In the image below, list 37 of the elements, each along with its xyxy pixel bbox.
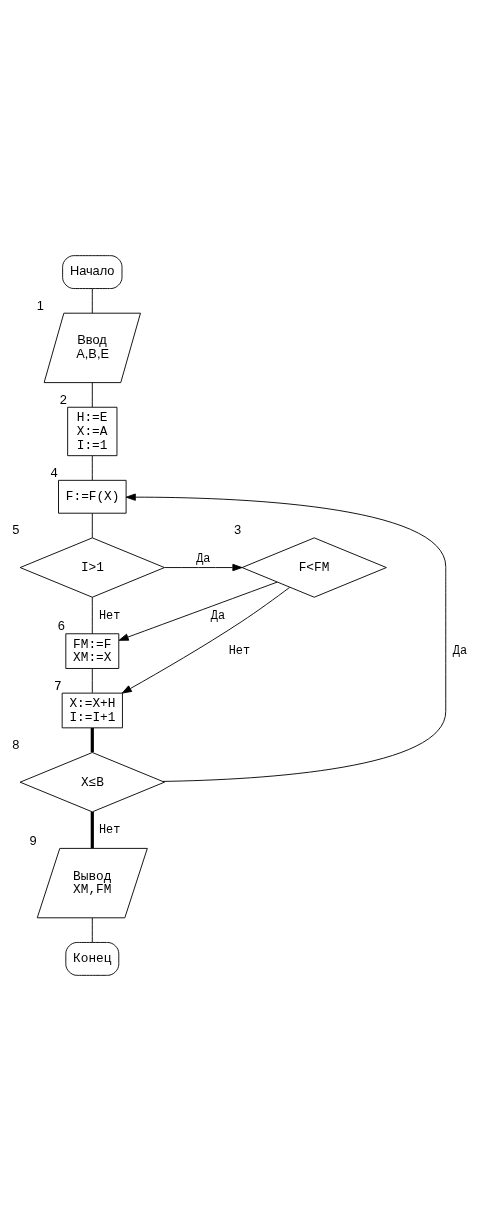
connector (91, 917, 93, 943)
node-box: FM:=F XM:=X (65, 632, 120, 669)
node-label: 3 (233, 522, 242, 538)
edge-label: Нет (98, 822, 121, 837)
arrow (118, 581, 278, 641)
connector (91, 596, 93, 634)
connector (91, 512, 93, 538)
edge-label: Да (210, 608, 225, 623)
arrow (164, 563, 243, 571)
edge-label: Да (452, 643, 468, 658)
arrow (121, 586, 291, 694)
connector (91, 381, 93, 407)
node-box: F:=F(X) (58, 479, 127, 514)
node-label: 9 (29, 833, 37, 849)
node-label: 7 (53, 678, 62, 694)
arrow (125, 493, 447, 782)
connector (90, 727, 94, 752)
connector (91, 667, 93, 693)
edge-label: Нет (228, 643, 251, 658)
node-label: 2 (59, 392, 68, 408)
node-label: 6 (57, 618, 66, 634)
connector (91, 455, 93, 481)
node-label: 5 (11, 522, 20, 538)
node-label: 4 (50, 465, 58, 481)
node-diamond: I>1 (19, 536, 165, 598)
node-diamond: F<FM (241, 536, 387, 598)
node-label: 1 (36, 297, 44, 313)
node-box: Начало (62, 254, 123, 289)
node-label: 8 (11, 737, 20, 753)
node-diamond: X≤B (19, 751, 165, 812)
edge-label: Нет (98, 608, 121, 623)
edge-label: Да (196, 551, 211, 566)
connector (90, 811, 94, 848)
node-box: Конец (65, 941, 120, 976)
connector (91, 287, 93, 313)
node-box: X:=X+H I:=I+1 (61, 692, 123, 728)
node-box: H:=E X:=A I:=1 (67, 406, 118, 456)
